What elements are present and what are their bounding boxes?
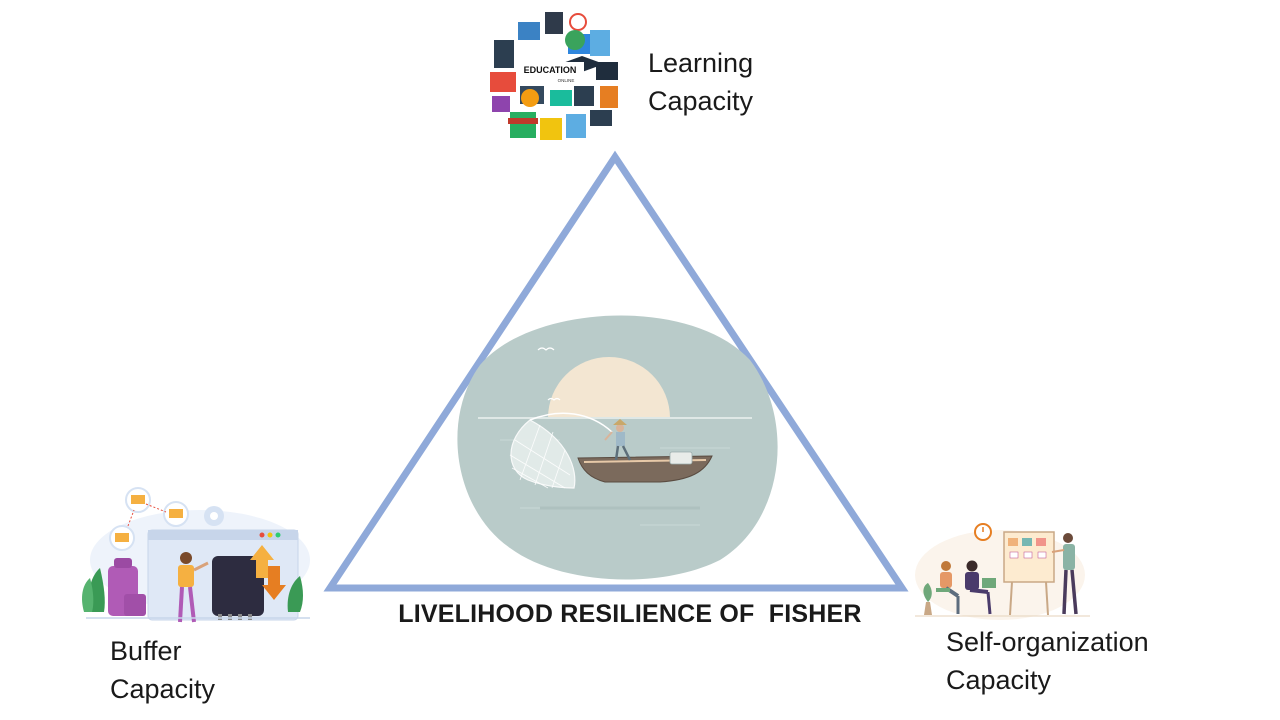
node-self-line2: Capacity	[946, 665, 1052, 695]
fisherman-boat-illustration	[457, 315, 778, 580]
node-self-organization-capacity-label: Self-organization Capacity	[946, 623, 1149, 699]
education-online-icon: EDUCATION ONLINE	[488, 12, 618, 142]
node-learning-line1: Learning	[648, 48, 754, 78]
education-badge-text: EDUCATION	[524, 65, 577, 75]
node-buffer-line1: Buffer	[110, 636, 182, 666]
node-buffer-line2: Capacity	[110, 674, 216, 704]
node-self-line1: Self-organization	[946, 627, 1149, 657]
resilience-triangle	[323, 150, 909, 592]
buffer-storage-icon	[82, 487, 310, 623]
education-badge-subtext: ONLINE	[558, 78, 575, 83]
node-learning-line2: Capacity	[648, 86, 754, 116]
node-learning-capacity-label: Learning Capacity	[648, 44, 753, 120]
diagram-title: LIVELIHOOD RESILIENCE OF FISHER	[398, 600, 862, 628]
node-buffer-capacity-label: Buffer Capacity	[110, 632, 215, 708]
team-meeting-icon	[915, 523, 1090, 620]
